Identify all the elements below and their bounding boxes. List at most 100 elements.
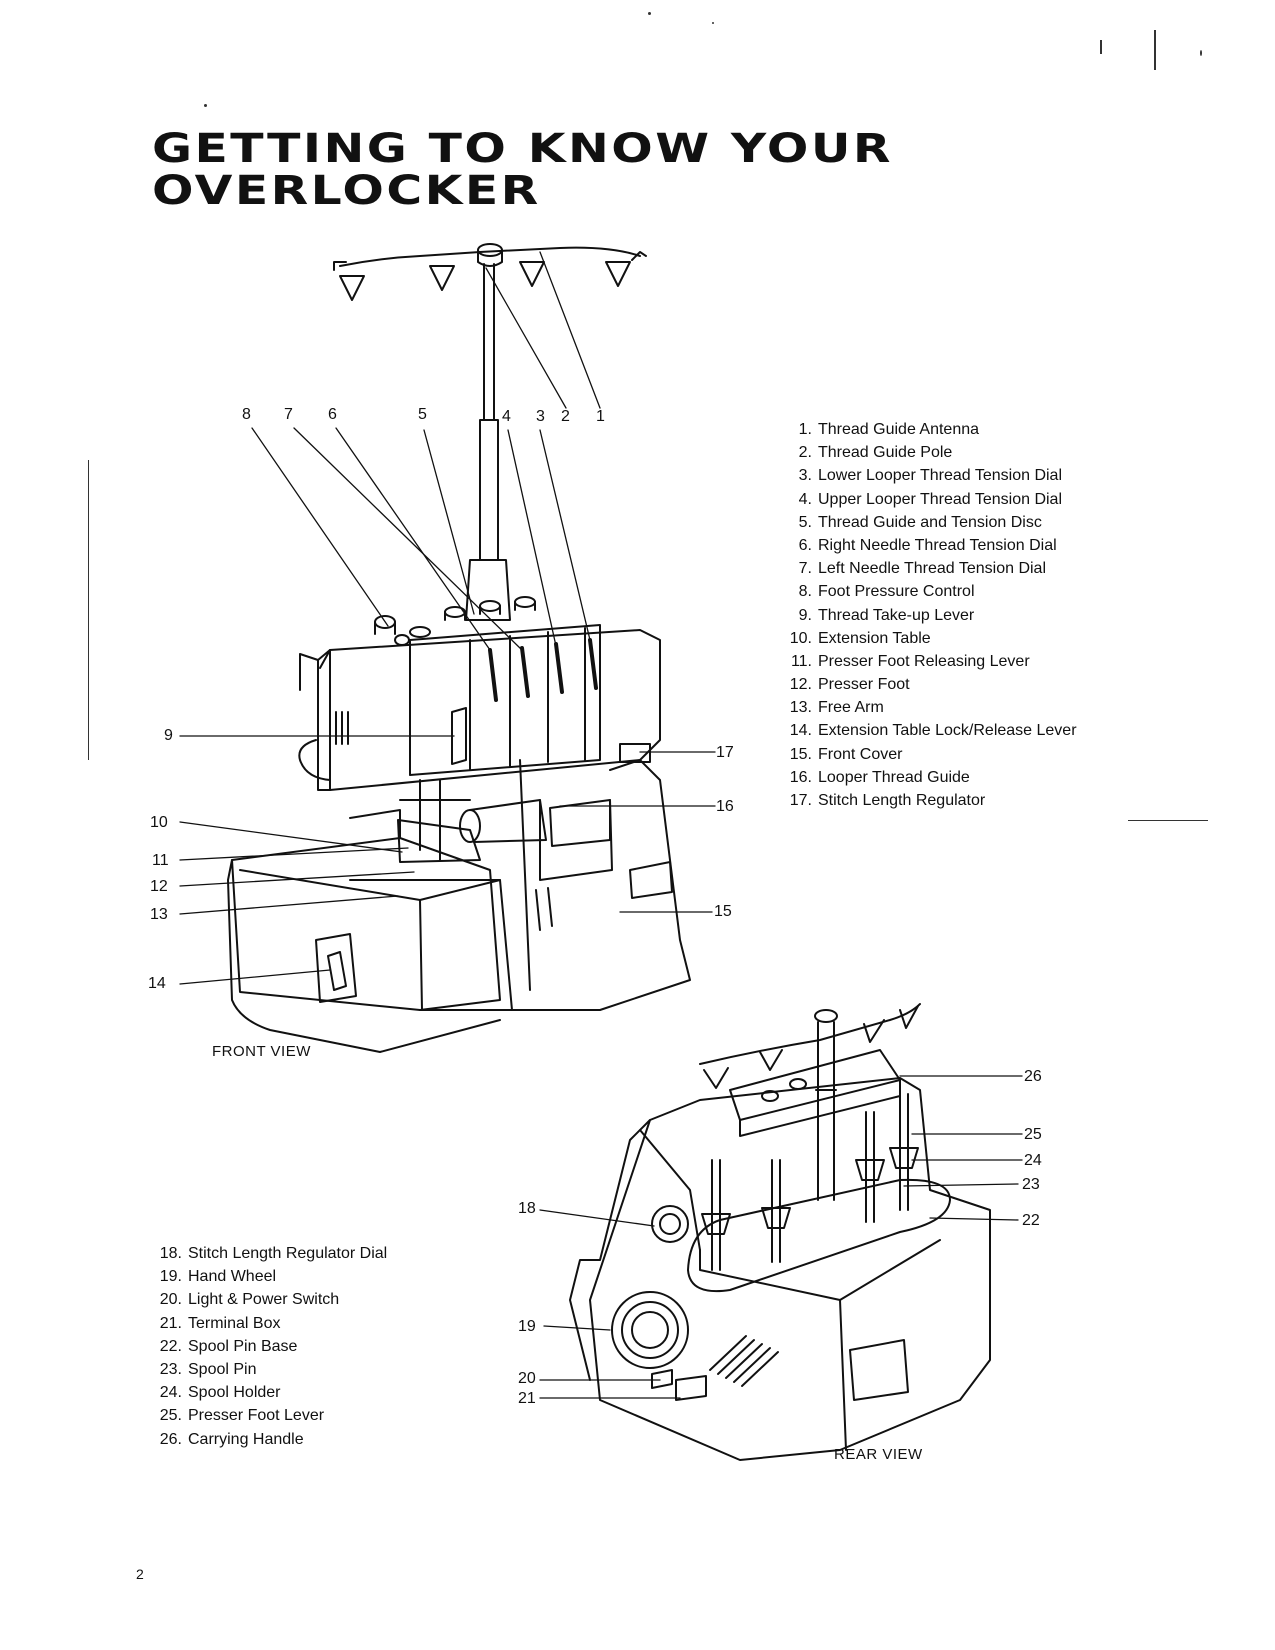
legend-label: Stitch Length Regulator: [818, 792, 986, 809]
scan-speck: [648, 12, 651, 15]
legend-number: 25.: [159, 1407, 182, 1425]
legend-label: Stitch Length Regulator Dial: [188, 1245, 388, 1262]
legend-label: Front Cover: [818, 745, 903, 763]
callout-5: 5: [418, 406, 427, 423]
callout-3: 3: [536, 408, 545, 425]
callout-20: 20: [518, 1370, 536, 1387]
callout-10: 10: [150, 814, 168, 831]
legend-item: 26. Carrying Handle: [148, 1428, 387, 1451]
callout-18: 18: [518, 1200, 536, 1217]
legend-number: 9.: [798, 606, 812, 624]
scan-speck: [1128, 820, 1208, 821]
legend-label: Upper Looper Thread Tension Dial: [818, 490, 1063, 508]
legend-label: Presser Foot Lever: [188, 1407, 325, 1425]
legend-label: Presser Foot: [818, 676, 910, 694]
legend-item: 18. Stitch Length Regulator Dial: [148, 1242, 387, 1265]
legend-number: 26.: [159, 1430, 182, 1448]
legend-item: 8. Foot Pressure Control: [778, 580, 1077, 603]
legend-label: Light & Power Switch: [188, 1291, 340, 1309]
callout-16: 16: [716, 798, 734, 815]
legend-item: 23. Spool Pin: [148, 1358, 387, 1381]
callout-21: 21: [518, 1390, 536, 1407]
legend-number: 14.: [789, 722, 812, 740]
scan-speck: [1200, 50, 1202, 56]
legend-number: 17.: [789, 792, 812, 809]
legend-item: 11.Presser Foot Releasing Lever: [778, 650, 1077, 673]
legend-label: Thread Take-up Lever: [818, 606, 975, 624]
legend-number: 10.: [789, 629, 812, 647]
legend-number: 6.: [798, 536, 812, 554]
callout-15: 15: [714, 903, 732, 920]
legend-item: 3. Lower Looper Thread Tension Dial: [778, 464, 1077, 487]
scan-speck: [712, 22, 714, 24]
callout-12: 12: [150, 878, 168, 895]
rear-view-leader-lines: [539, 1075, 1023, 1399]
legend-number: 18.: [159, 1245, 182, 1262]
legend-number: 19.: [159, 1268, 182, 1286]
callout-24: 24: [1024, 1152, 1042, 1169]
legend-label: Extension Table: [818, 629, 931, 647]
legend-item: 20. Light & Power Switch: [148, 1288, 387, 1311]
scan-speck: [1100, 40, 1102, 54]
callout-8: 8: [242, 406, 251, 423]
legend-number: 1.: [798, 421, 812, 438]
legend-label: Foot Pressure Control: [818, 583, 975, 601]
legend-number: 5.: [798, 513, 812, 531]
callout-11: 11: [152, 852, 169, 869]
legend-number: 21.: [159, 1314, 182, 1332]
legend-item: 2. Thread Guide Pole: [778, 441, 1077, 464]
legend-label: Terminal Box: [188, 1314, 281, 1332]
legend-label: Spool Holder: [188, 1384, 281, 1402]
legend-number: 16.: [789, 768, 812, 786]
callout-7: 7: [284, 406, 293, 423]
legend-label: Spool Pin: [188, 1360, 257, 1378]
legend-item: 15. Front Cover: [778, 743, 1077, 766]
legend-number: 4.: [798, 490, 812, 508]
callout-14: 14: [148, 975, 166, 992]
legend-number: 24.: [159, 1384, 182, 1402]
legend-item: 16. Looper Thread Guide: [778, 766, 1077, 789]
legend-label: Right Needle Thread Tension Dial: [818, 536, 1057, 554]
scan-speck: [1154, 30, 1156, 70]
legend-number: 15.: [789, 745, 812, 763]
legend-item: 4. Upper Looper Thread Tension Dial: [778, 488, 1077, 511]
legend-label: Thread Guide Antenna: [818, 421, 980, 438]
legend-number: 23.: [159, 1360, 182, 1378]
legend-label: Left Needle Thread Tension Dial: [818, 560, 1046, 578]
title-line-2: OVERLOCKER: [152, 168, 541, 214]
callout-13: 13: [150, 906, 168, 923]
legend-label: Looper Thread Guide: [818, 768, 970, 786]
legend-number: 2.: [798, 444, 812, 462]
callout-25: 25: [1024, 1126, 1042, 1143]
legend-label: Extension Table Lock/Release Lever: [818, 722, 1077, 740]
legend-item: 24. Spool Holder: [148, 1381, 387, 1404]
title-line-1: GETTING TO KNOW YOUR: [152, 126, 893, 172]
legend-number: 3.: [798, 467, 812, 485]
legend-number: 22.: [159, 1337, 182, 1355]
legend-item: 6. Right Needle Thread Tension Dial: [778, 534, 1077, 557]
page-number: 2: [136, 1566, 144, 1582]
legend-label: Carrying Handle: [188, 1430, 304, 1448]
legend-label: Lower Looper Thread Tension Dial: [818, 467, 1063, 485]
callout-4: 4: [502, 408, 511, 425]
front-view-leader-lines: [179, 251, 716, 985]
callout-19: 19: [518, 1318, 536, 1335]
front-view-drawing: [227, 243, 691, 1053]
legend-item: 5. Thread Guide and Tension Disc: [778, 511, 1077, 534]
callout-26: 26: [1024, 1068, 1042, 1085]
legend-number: 13.: [789, 699, 812, 717]
legend-number: 8.: [798, 583, 812, 601]
legend-item: 21. Terminal Box: [148, 1312, 387, 1335]
legend-label: Thread Guide Pole: [818, 444, 953, 462]
legend-number: 12.: [789, 676, 812, 694]
legend-label: Free Arm: [818, 699, 884, 717]
legend-label: Thread Guide and Tension Disc: [818, 513, 1042, 531]
callout-17: 17: [716, 744, 734, 761]
page-title: GETTING TO KNOW YOUR OVERLOCKER: [152, 128, 893, 212]
legend-number: 20.: [159, 1291, 182, 1309]
legend-item: 7.Left Needle Thread Tension Dial: [778, 557, 1077, 580]
legend-label: Spool Pin Base: [188, 1337, 298, 1355]
scan-speck: [204, 104, 207, 107]
